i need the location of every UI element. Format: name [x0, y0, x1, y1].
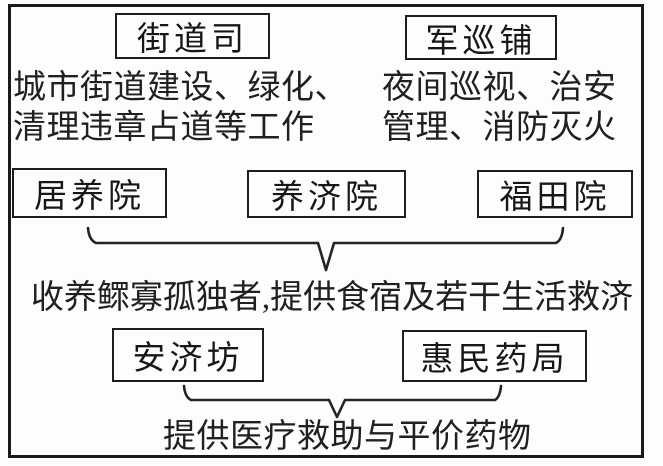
street-office-description: 城市街道建设、绿化、 清理违章占道等工作: [13, 68, 348, 148]
yangji-house-label: 养济院: [271, 180, 382, 216]
relief-houses-description: 收养鳏寡孤独者,提供食宿及若干生活救济: [30, 280, 634, 316]
military-patrol-desc-line2: 管理、消防灭火: [382, 110, 617, 146]
huimin-pharmacy-box: 惠民药局: [402, 330, 587, 382]
juyang-house-box: 居养院: [12, 168, 167, 218]
outer-border-frame: [8, 4, 644, 458]
street-office-desc-line1: 城市街道建设、绿化、: [13, 70, 348, 106]
military-patrol-label: 军巡铺: [425, 23, 537, 60]
military-patrol-desc-line1: 夜间巡视、治安: [382, 70, 617, 106]
military-patrol-box: 军巡铺: [405, 15, 557, 60]
medical-aid-description: 提供医疗救助与平价药物: [163, 419, 532, 455]
futian-house-box: 福田院: [477, 170, 633, 218]
huimin-pharmacy-label: 惠民药局: [420, 342, 569, 378]
anji-ward-box: 安济坊: [112, 328, 264, 382]
juyang-house-label: 居养院: [34, 179, 145, 215]
yangji-house-box: 养济院: [247, 170, 406, 218]
street-office-box: 街道司: [115, 13, 270, 59]
futian-house-label: 福田院: [499, 180, 611, 216]
street-office-label: 街道司: [137, 22, 248, 58]
military-patrol-description: 夜间巡视、治安 管理、消防灭火: [382, 68, 617, 148]
anji-ward-label: 安济坊: [132, 341, 244, 377]
street-office-desc-line2: 清理违章占道等工作: [13, 110, 315, 146]
